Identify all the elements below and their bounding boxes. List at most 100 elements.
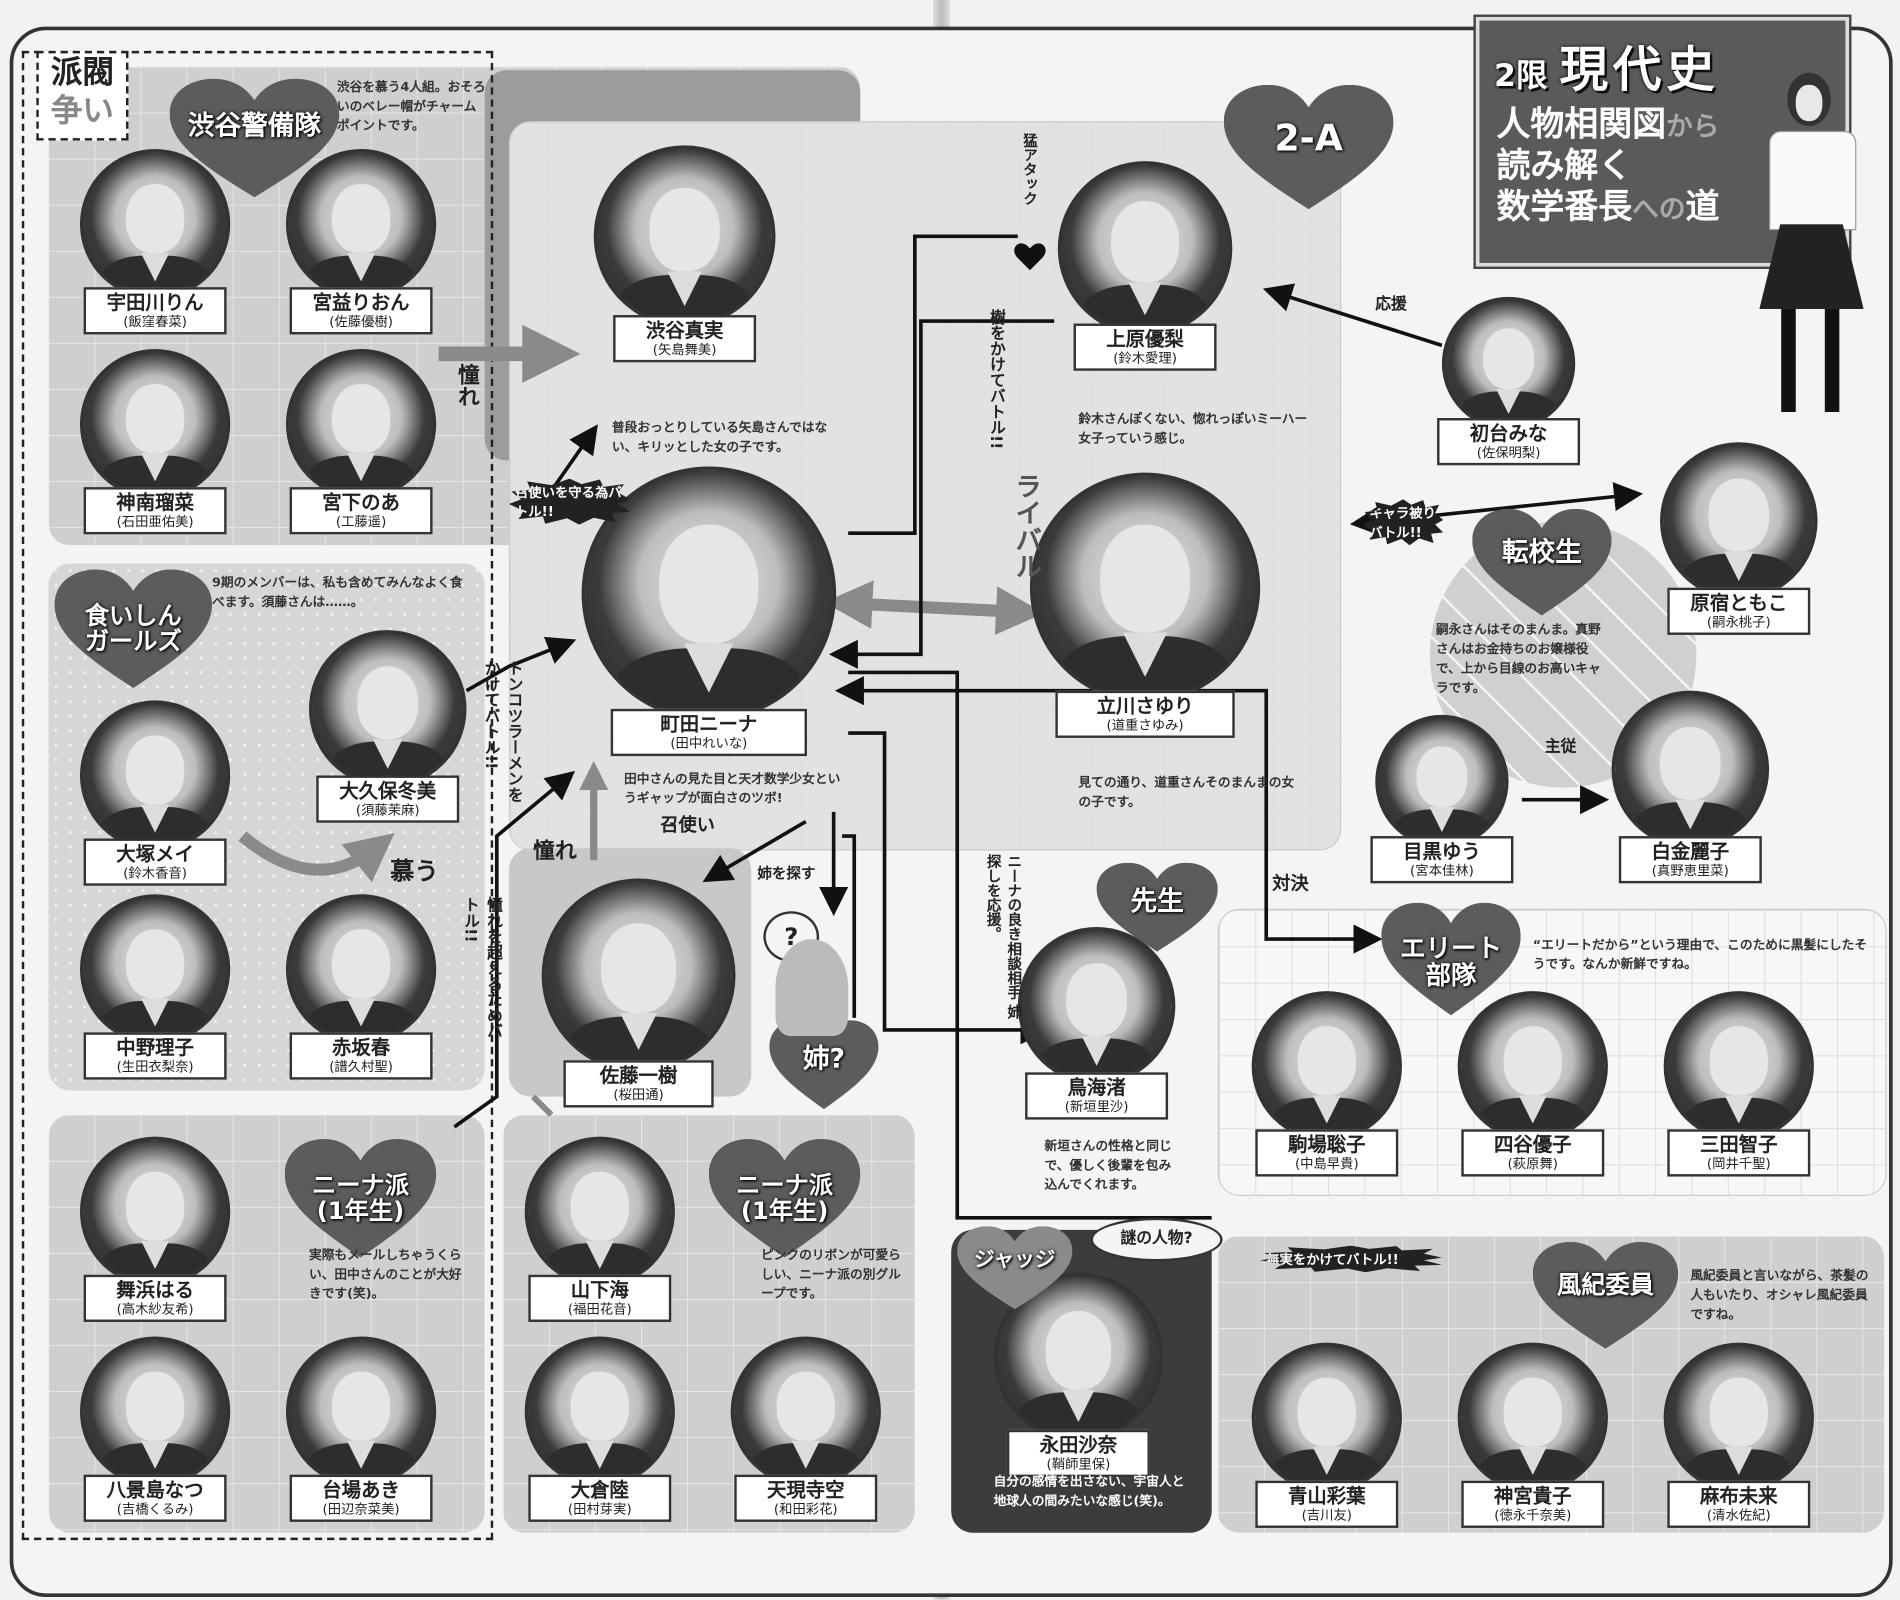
portrait-photo: [79, 1136, 231, 1287]
character-name: 台場あき: [322, 1478, 400, 1502]
character-name: 山下海: [570, 1278, 629, 1302]
host-girl-figure: [1745, 72, 1878, 424]
subtitle-line2: 読み解く: [1496, 145, 1633, 186]
name-plate: 麻布未来(清水佐紀): [1667, 1480, 1811, 1528]
ouen-arrow: [1262, 283, 1443, 348]
name-plate: 大倉陸(田村芽実): [528, 1474, 672, 1522]
nina2-akogare-line: [531, 1094, 554, 1117]
group-label: 姉?: [802, 1044, 846, 1075]
portrait-photo: [285, 894, 437, 1045]
name-plate: 駒場聡子(中島早貴): [1255, 1129, 1399, 1177]
heart-icon: [1381, 902, 1521, 1016]
relation-label-akogare2: 憧れ: [533, 838, 577, 864]
portrait-photo: [285, 348, 437, 500]
portrait-photo: [1663, 1342, 1814, 1493]
portrait-photo: [1017, 926, 1176, 1085]
heart-icon: [1472, 508, 1612, 616]
name-plate: 佐藤一樹(桜田通): [563, 1060, 714, 1108]
actor-name: (宮本佳林): [1410, 862, 1474, 879]
judge-mystery-bubble: 謎の人物?: [1090, 1217, 1223, 1262]
relation-label-meshitsukai_battle: 召使いを守る為バトル!!: [508, 478, 631, 525]
portrait-photo: [1457, 1342, 1608, 1493]
character-name: 四谷優子: [1494, 1132, 1572, 1156]
relation-label-akogare_battle: 憧れを超えるためバトル!!: [460, 896, 502, 1039]
group-description-nina2: ピンクのリボンが可愛らしい、ニーナ派の別グループです。: [760, 1248, 901, 1302]
group-label: エリート 部隊: [1400, 933, 1502, 990]
relation-label-itsuki_battle: 樹をかけてバトル!!: [986, 308, 1005, 450]
character-name: 三田智子: [1699, 1132, 1778, 1156]
actor-name: (鈴木香音): [123, 865, 187, 881]
name-plate: 宇田川りん(飯窪春菜): [83, 287, 227, 335]
actor-name: (真野恵里菜): [1651, 862, 1729, 879]
portrait-photo: [1251, 991, 1402, 1142]
mou-attack-line: [848, 234, 1018, 535]
portrait-photo: [593, 145, 776, 328]
group-label: 渋谷警備隊: [187, 111, 322, 142]
name-plate: 神宮貴子(徳永千奈美): [1461, 1480, 1605, 1528]
heart-label-fuuki: 風紀委員: [1532, 1241, 1679, 1351]
portrait-photo: [524, 1136, 675, 1287]
heart-icon: [54, 569, 213, 688]
actor-name: (田村芽実): [567, 1501, 632, 1518]
relation-label-ane_sagasu: 姉を探す: [757, 865, 816, 883]
group-label: 転校生: [1501, 538, 1582, 569]
name-plate: 三田智子(岡井千聖): [1667, 1129, 1811, 1177]
group-label: 風紀委員: [1557, 1270, 1654, 1300]
meshitsukai-protect-arrow: [549, 424, 598, 492]
character-name: 上原優梨: [1106, 327, 1184, 351]
name-plate: 上原優梨(鈴木愛理): [1073, 323, 1217, 371]
character-description: 普段おっとりしている矢島さんではない、キリッとした女の子です。: [611, 420, 828, 455]
name-plate: 鳥海渚(新垣里沙): [1025, 1072, 1169, 1120]
name-plate: 中野理子(生田衣梨奈): [83, 1032, 227, 1080]
akogare-battle-line: [453, 770, 576, 1129]
actor-name: (田辺奈菜美): [322, 1501, 400, 1518]
character-name: 初台みな: [1469, 421, 1548, 445]
character-name: 大塚メイ: [116, 842, 194, 866]
character-name: 神宮貴子: [1494, 1484, 1572, 1508]
character-name: 立川さゆり: [1096, 694, 1194, 718]
character-name: 天現寺空: [766, 1478, 845, 1502]
actor-name: (田中れいな): [670, 735, 748, 752]
heart-label-sensei: 先生: [1096, 862, 1218, 954]
actor-name: (佐保明梨): [1476, 444, 1541, 461]
faction-battle-tag: 派閥 争い: [36, 50, 129, 141]
heart-icon: [1532, 1241, 1679, 1349]
character-name: 渋谷真実: [645, 318, 724, 342]
actor-name: (中島早貴): [1294, 1155, 1359, 1172]
group-label: ジャッジ: [974, 1247, 1056, 1272]
heart-icon: [957, 1226, 1073, 1310]
actor-name: (須藤茉麻): [355, 802, 420, 818]
name-plate: 渋谷真実(矢島舞美): [613, 315, 757, 363]
heart-icon: [284, 1138, 437, 1258]
actor-name: (生田衣梨奈): [116, 1059, 194, 1075]
name-plate: 天現寺空(和田彩花): [734, 1474, 878, 1522]
actor-name: (鞘師里保): [1046, 1456, 1111, 1473]
nina-to-judge-line: [848, 670, 1212, 1220]
name-plate: 初台みな(佐保明梨): [1437, 418, 1581, 466]
rival-arrow: [823, 580, 1045, 635]
actor-name: (高木紗友希): [116, 1301, 194, 1318]
actor-name: (福田花音): [567, 1301, 632, 1318]
period-label: 2限: [1494, 58, 1548, 95]
actor-name: (吉川友): [1301, 1507, 1353, 1524]
portrait-photo: [541, 878, 736, 1073]
heart-icon: [708, 1138, 861, 1258]
name-plate: 舞浜はる(高木紗友希): [83, 1274, 227, 1322]
relation-label-tonkotsu_battle: トンコツラーメンをかけてバトル!!: [481, 660, 523, 803]
character-name: 大久保冬美: [339, 779, 437, 803]
shitau-arrow: [238, 831, 395, 883]
subtitle-line1: 人物相関図から: [1496, 105, 1719, 147]
relation-label-meshitsukai: 召使い: [660, 814, 715, 837]
actor-name: (工藤遥): [335, 513, 387, 530]
character-name: 舞浜はる: [116, 1278, 194, 1302]
character-name: 鳥海渚: [1067, 1075, 1126, 1100]
portrait-photo: [1660, 442, 1818, 600]
actor-name: (和田彩花): [773, 1501, 838, 1518]
portrait-photo: [79, 894, 231, 1045]
actor-name: (萩原舞): [1507, 1155, 1558, 1172]
character-name: 原宿ともこ: [1690, 591, 1788, 615]
name-plate: 青山彩葉(吉川友): [1255, 1480, 1399, 1528]
name-plate: 町田ニーナ(田中れいな): [610, 708, 808, 757]
heart-label-nina1: ニーナ派 (1年生): [284, 1138, 437, 1260]
name-plate: 宮下のあ(工藤遥): [289, 487, 433, 535]
